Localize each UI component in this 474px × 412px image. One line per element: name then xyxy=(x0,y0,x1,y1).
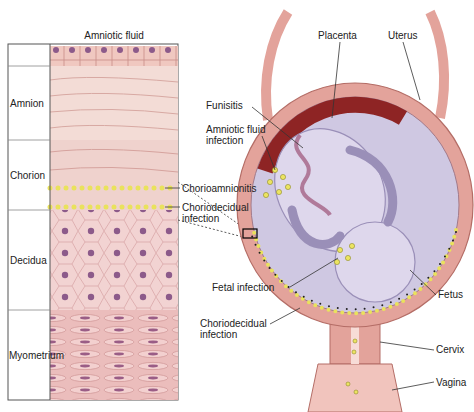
part-label: Decidua xyxy=(10,255,50,266)
bacterium xyxy=(285,184,290,189)
amniotic-cavity xyxy=(251,97,459,313)
part-label: Chorion xyxy=(10,170,50,181)
bacterium xyxy=(353,339,357,343)
part-label: Chorioamnionitis xyxy=(182,183,272,194)
bacterium xyxy=(267,179,272,184)
decidua-layer xyxy=(50,210,178,310)
leader-line xyxy=(165,188,180,207)
myometrium-layer xyxy=(50,310,178,400)
zoom-box xyxy=(243,229,257,238)
part-label: Uterus xyxy=(388,30,438,41)
amnion-epithelium xyxy=(50,46,178,66)
leader-lines xyxy=(252,42,436,390)
leader-line xyxy=(332,42,340,118)
leader-line xyxy=(410,270,436,295)
bacterium xyxy=(354,390,358,394)
bacterium xyxy=(276,189,281,194)
leader-line xyxy=(380,342,434,350)
fallopian-tube xyxy=(266,12,288,120)
inset-frame xyxy=(8,44,178,400)
fallopian-tube xyxy=(430,12,444,118)
bacterium xyxy=(352,350,356,354)
bacteria-cluster xyxy=(263,167,358,394)
bacterium xyxy=(334,259,339,264)
amnion-stroma xyxy=(50,66,178,140)
layer-divider xyxy=(8,66,50,310)
leader-line xyxy=(403,42,420,100)
part-label: Choriodecidual infection xyxy=(200,318,270,340)
bacterium xyxy=(346,382,350,386)
bacterium xyxy=(349,243,354,248)
part-label: Fetal infection xyxy=(212,282,292,293)
part-label: Placenta xyxy=(318,30,378,41)
part-label: Vagina xyxy=(436,377,474,388)
part-label: Funisitis xyxy=(206,100,266,111)
part-label: Amniotic fluid xyxy=(50,30,178,41)
part-label: Cervix xyxy=(436,344,474,355)
bacterium xyxy=(280,174,285,179)
chorion-layer xyxy=(50,140,178,210)
bacterium xyxy=(337,247,342,252)
part-label: Amnion xyxy=(10,98,50,109)
leader-line xyxy=(270,308,300,324)
part-label: Fetus xyxy=(438,289,474,300)
leader-line xyxy=(290,258,338,287)
part-label: Amniotic fluid infection xyxy=(206,124,268,146)
column-divider xyxy=(50,44,51,400)
tissue-fibres xyxy=(50,149,178,172)
part-label: Myometrium xyxy=(9,350,65,361)
bacterium xyxy=(263,192,268,197)
part-label: Choriodecidual infection xyxy=(182,202,244,224)
bacteria-row xyxy=(50,188,176,207)
leader-line xyxy=(392,382,434,390)
leader-line xyxy=(262,136,275,170)
tissue-fibres xyxy=(50,77,178,130)
bacterium xyxy=(345,255,350,260)
fetus-head xyxy=(335,222,415,302)
vagina xyxy=(308,364,402,412)
